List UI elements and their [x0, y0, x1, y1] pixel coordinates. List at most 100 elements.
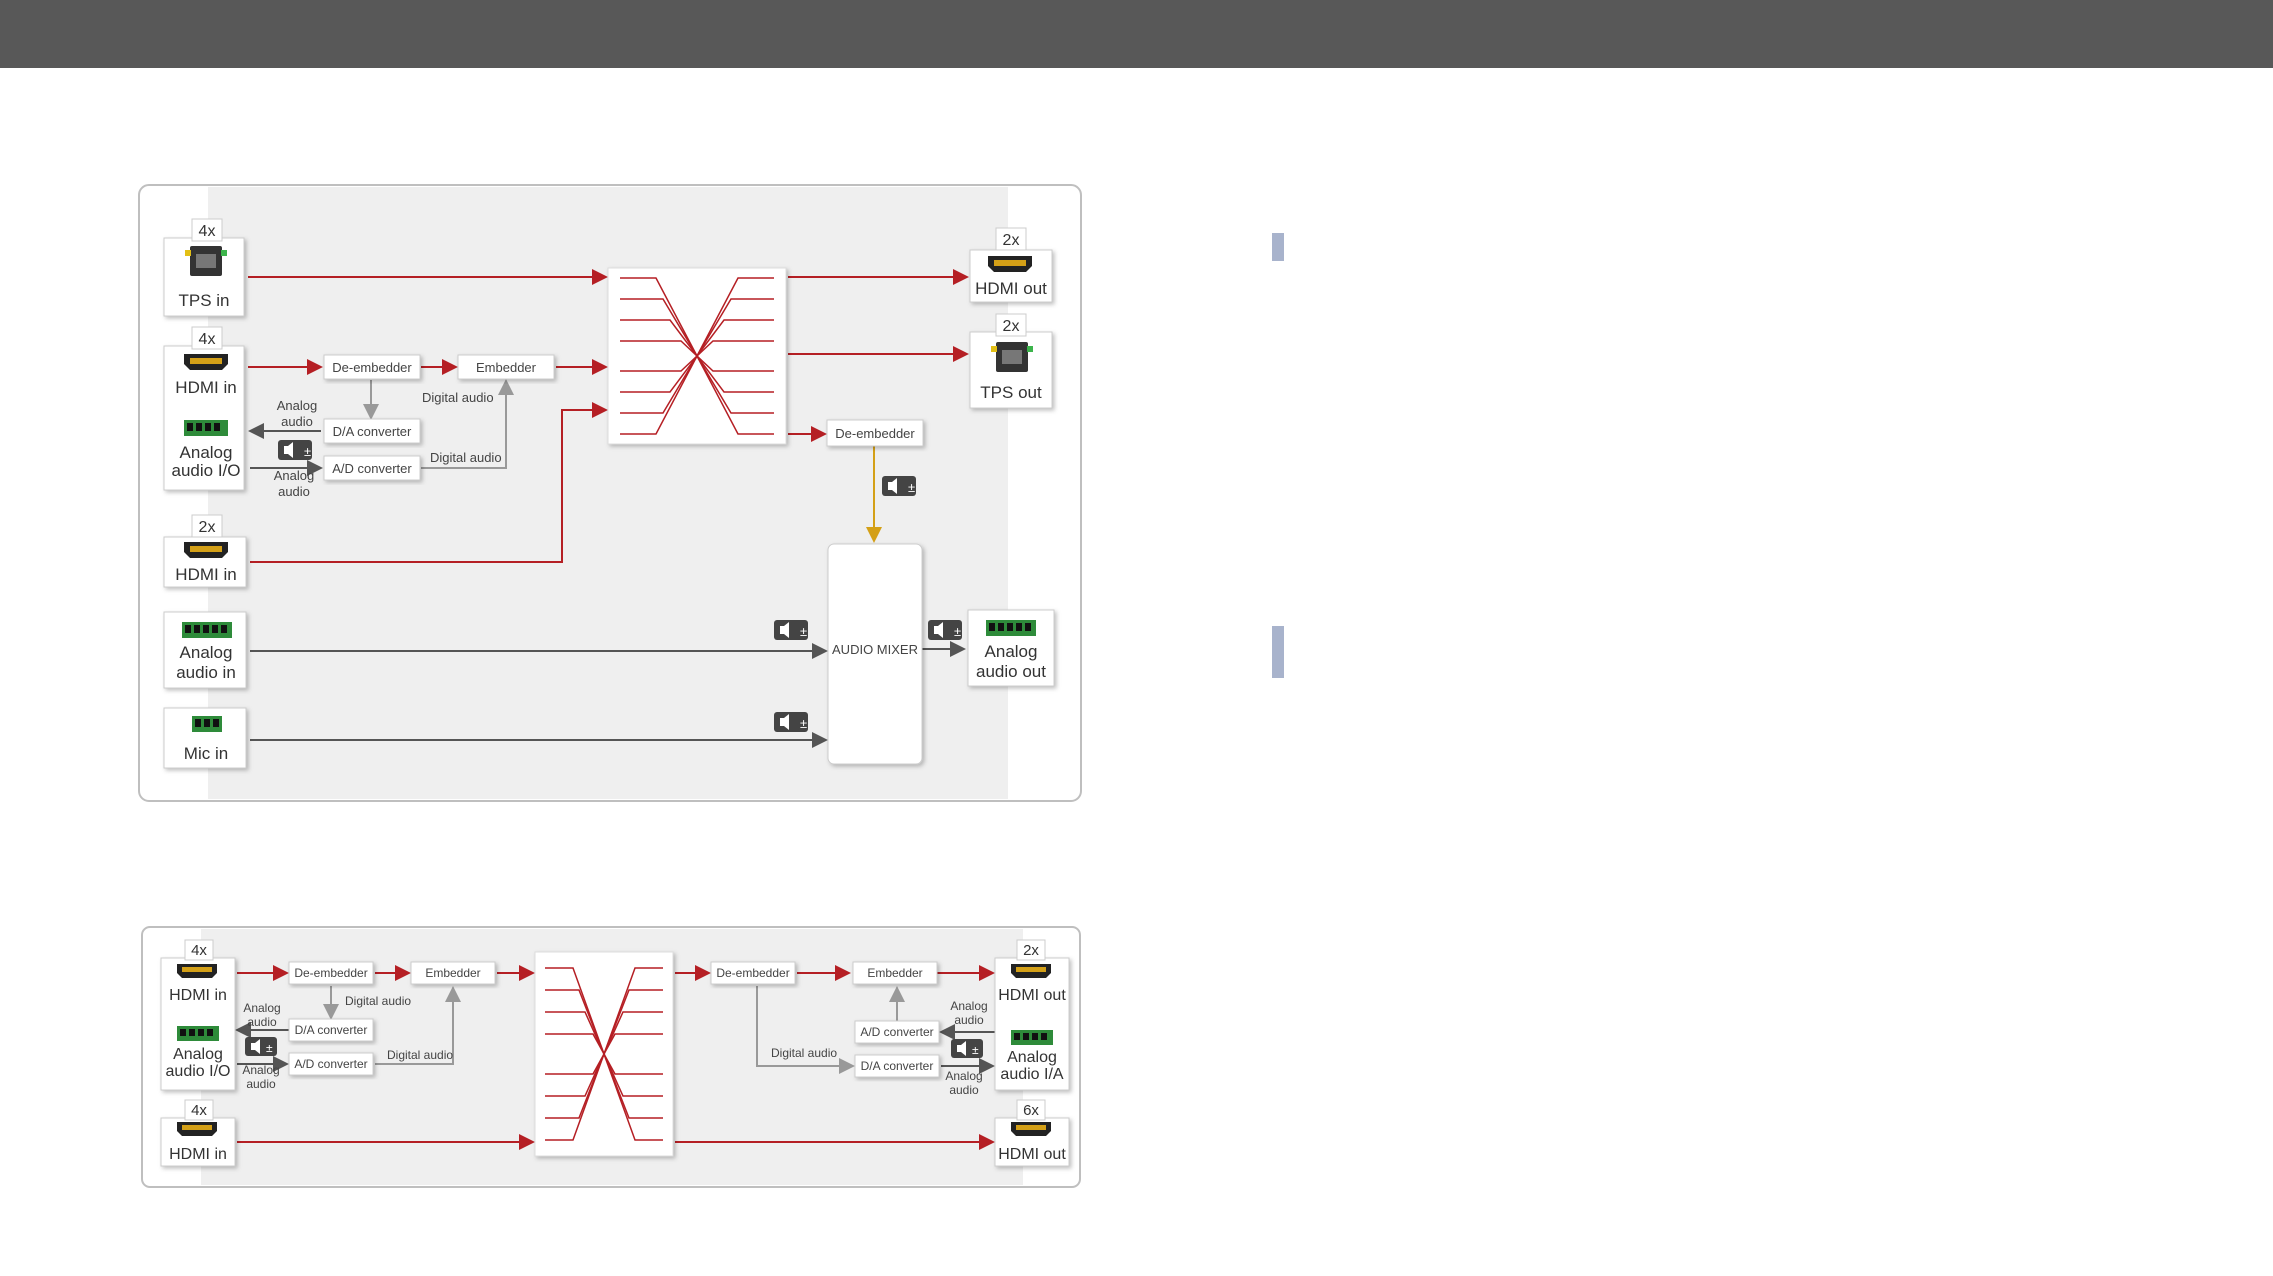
analog-audio-label: audio [281, 414, 313, 429]
da-converter-block[interactable]: D/A converter [854, 1054, 940, 1078]
hdmi-in-b-count-badge: 2x [191, 514, 223, 538]
svg-text:±: ± [954, 624, 961, 639]
svg-text:4x: 4x [199, 331, 216, 348]
analog-io-label-1: Analog [180, 443, 233, 462]
volume-icon: ± [774, 712, 808, 732]
accent-marker [1272, 626, 1284, 678]
digital-audio-label: Digital audio [422, 390, 494, 405]
volume-icon: ± [278, 440, 312, 460]
svg-text:±: ± [800, 716, 807, 731]
hdmi-in-a-count-badge: 4x [184, 939, 214, 961]
hdmi-in-a-label: HDMI in [169, 987, 227, 1004]
ad-converter-block[interactable]: A/D converter [323, 455, 421, 481]
hdmi-out-b-count-badge: 6x [1016, 1099, 1046, 1121]
svg-text:De-embedder: De-embedder [332, 360, 412, 375]
hdmi-in-a-count-badge: 4x [191, 326, 223, 350]
signal-flow-diagram-2: HDMI in Analog audio I/O 4x HDMI in 4x H… [141, 926, 1081, 1188]
volume-icon: ± [245, 1037, 277, 1056]
analog-in-label-2: audio in [176, 663, 236, 682]
hdmi-in-b-count-badge: 4x [184, 1099, 214, 1121]
analog-audio-label: audio [278, 484, 310, 499]
da-converter-block[interactable]: D/A converter [323, 418, 421, 444]
digital-audio-label: Digital audio [430, 450, 502, 465]
tps-in-count-badge: 4x [191, 218, 223, 242]
hdmi-out-port[interactable]: HDMI out [969, 249, 1053, 303]
svg-text:D/A converter: D/A converter [861, 1059, 934, 1073]
da-converter-block[interactable]: D/A converter [288, 1018, 374, 1042]
svg-text:2x: 2x [1023, 942, 1039, 959]
volume-icon: ± [951, 1039, 983, 1058]
embedder-block[interactable]: Embedder [852, 961, 938, 985]
analog-audio-out-port[interactable]: Analog audio out [967, 609, 1055, 687]
svg-text:4x: 4x [199, 223, 216, 240]
digital-audio-label: Digital audio [345, 994, 411, 1008]
svg-text:±: ± [972, 1043, 979, 1057]
svg-text:4x: 4x [191, 1102, 207, 1119]
hdmi-in-a-label: HDMI in [175, 378, 236, 397]
tps-in-port[interactable]: TPS in [163, 237, 245, 317]
analog-in-label-1: Analog [180, 643, 233, 662]
hdmi-out-b-label: HDMI out [998, 1146, 1066, 1163]
analog-out-label-1: Analog [985, 642, 1038, 661]
svg-text:De-embedder: De-embedder [294, 966, 367, 980]
volume-icon: ± [774, 620, 808, 640]
embedder-block[interactable]: Embedder [410, 961, 496, 985]
embedder-block[interactable]: Embedder [457, 354, 555, 380]
svg-text:6x: 6x [1023, 1102, 1039, 1119]
hdmi-out-a-port[interactable]: HDMI out Analog audio I/A [994, 957, 1070, 1091]
svg-text:De-embedder: De-embedder [716, 966, 789, 980]
ad-converter-block[interactable]: A/D converter [288, 1052, 374, 1076]
hdmi-in-b-line [250, 402, 608, 563]
svg-text:2x: 2x [1003, 318, 1020, 335]
hdmi-in-a-port[interactable]: HDMI in Analog audio I/O [160, 957, 236, 1091]
digital-audio-label: Digital audio [387, 1048, 453, 1062]
mic-in-port[interactable]: Mic in [163, 707, 247, 769]
analog-audio-label: Analog [274, 468, 314, 483]
ad-to-embedder-line [375, 986, 461, 1065]
analog-ia-label-2: audio I/A [1000, 1066, 1063, 1083]
tps-in-label: TPS in [178, 291, 229, 310]
hdmi-in-a-port[interactable]: HDMI in Analog audio I/O [163, 345, 245, 491]
svg-text:Embedder: Embedder [867, 966, 922, 980]
de-embedder-out-block[interactable]: De-embedder [826, 419, 924, 447]
analog-io-label-2: audio I/O [172, 461, 241, 480]
de-embedder-block[interactable]: De-embedder [323, 354, 421, 380]
volume-icon: ± [928, 620, 962, 640]
ad-converter-block[interactable]: A/D converter [854, 1020, 940, 1044]
svg-text:A/D converter: A/D converter [294, 1057, 367, 1071]
analog-audio-label: Analog [277, 398, 317, 413]
de-embedder-block[interactable]: De-embedder [288, 961, 374, 985]
hdmi-in-b-port[interactable]: HDMI in [160, 1117, 236, 1167]
hdmi-in-b-port[interactable]: HDMI in [163, 536, 247, 588]
analog-audio-label: audio [949, 1083, 979, 1097]
svg-text:4x: 4x [191, 942, 207, 959]
de-embedder-block[interactable]: De-embedder [710, 961, 796, 985]
hdmi-out-b-port[interactable]: HDMI out [994, 1117, 1070, 1167]
analog-audio-label: Analog [242, 1063, 279, 1077]
analog-audio-label: audio [246, 1077, 276, 1091]
mic-in-label: Mic in [184, 744, 228, 763]
analog-out-label-2: audio out [976, 662, 1046, 681]
svg-text:A/D converter: A/D converter [860, 1025, 933, 1039]
tps-out-port[interactable]: TPS out [969, 331, 1053, 409]
analog-audio-label: audio [954, 1013, 984, 1027]
analog-audio-in-port[interactable]: Analog audio in [163, 611, 247, 689]
hdmi-in-b-label: HDMI in [175, 565, 236, 584]
hdmi-out-a-count-badge: 2x [1016, 939, 1046, 961]
svg-text:De-embedder: De-embedder [835, 426, 915, 441]
svg-text:A/D converter: A/D converter [332, 461, 412, 476]
analog-ia-label-1: Analog [1007, 1049, 1057, 1066]
svg-text:Embedder: Embedder [425, 966, 480, 980]
hdmi-out-label: HDMI out [975, 279, 1047, 298]
hdmi-out-a-label: HDMI out [998, 987, 1066, 1004]
analog-audio-label: Analog [945, 1069, 982, 1083]
tps-out-label: TPS out [980, 383, 1042, 402]
volume-icon: ± [882, 476, 916, 496]
svg-text:±: ± [266, 1041, 273, 1055]
deembedder-to-da-line [756, 986, 855, 1074]
analog-io-label-2: audio I/O [166, 1063, 231, 1080]
audio-mixer-block[interactable]: AUDIO MIXER [827, 543, 923, 765]
digital-audio-label: Digital audio [771, 1046, 837, 1060]
svg-text:±: ± [800, 624, 807, 639]
crosspoint-matrix [534, 951, 674, 1157]
